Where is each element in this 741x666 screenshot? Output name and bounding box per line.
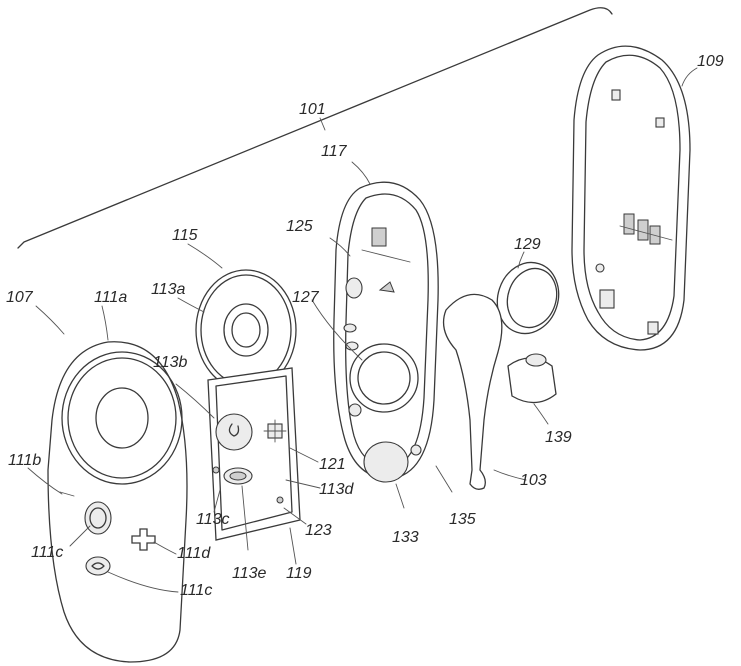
label-111b: 111b — [8, 453, 41, 469]
label-115: 115 — [172, 228, 198, 244]
label-111c-bottom: 111c — [180, 583, 212, 599]
label-113c: 113c — [196, 512, 230, 528]
label-111d: 111d — [177, 546, 210, 562]
leader-111a — [102, 306, 108, 340]
leader-109 — [682, 68, 697, 86]
bracket-101 — [18, 8, 612, 248]
label-135: 135 — [449, 512, 476, 528]
label-121: 121 — [319, 457, 346, 473]
label-129: 129 — [514, 237, 541, 253]
label-133: 133 — [392, 530, 419, 546]
label-107: 107 — [6, 290, 33, 306]
label-111c-left: 111c — [31, 545, 63, 561]
label-113b: 113b — [153, 355, 187, 371]
leader-117 — [352, 162, 370, 184]
label-109: 109 — [697, 54, 724, 70]
label-139: 139 — [545, 430, 572, 446]
sleeve-139 — [508, 354, 556, 403]
front-cover-107 — [48, 342, 187, 662]
label-103: 103 — [520, 473, 547, 489]
label-113d: 113d — [319, 482, 353, 498]
label-113a: 113a — [151, 282, 185, 298]
leader-107 — [36, 306, 64, 334]
label-125: 125 — [286, 219, 313, 235]
label-117: 117 — [321, 144, 347, 160]
housing-117 — [334, 182, 438, 482]
leader-115 — [188, 244, 222, 268]
leader-119 — [290, 528, 296, 564]
label-111a: 111a — [94, 290, 127, 306]
back-cover-109 — [572, 46, 690, 350]
label-113e: 113e — [232, 566, 266, 582]
leader-135 — [436, 466, 452, 492]
label-127: 127 — [292, 290, 319, 306]
label-119: 119 — [286, 566, 312, 582]
leader-139 — [534, 404, 548, 424]
flex-strip-103 — [444, 294, 502, 489]
label-101: 101 — [299, 102, 326, 118]
leader-133 — [396, 484, 404, 508]
label-123: 123 — [305, 523, 332, 539]
